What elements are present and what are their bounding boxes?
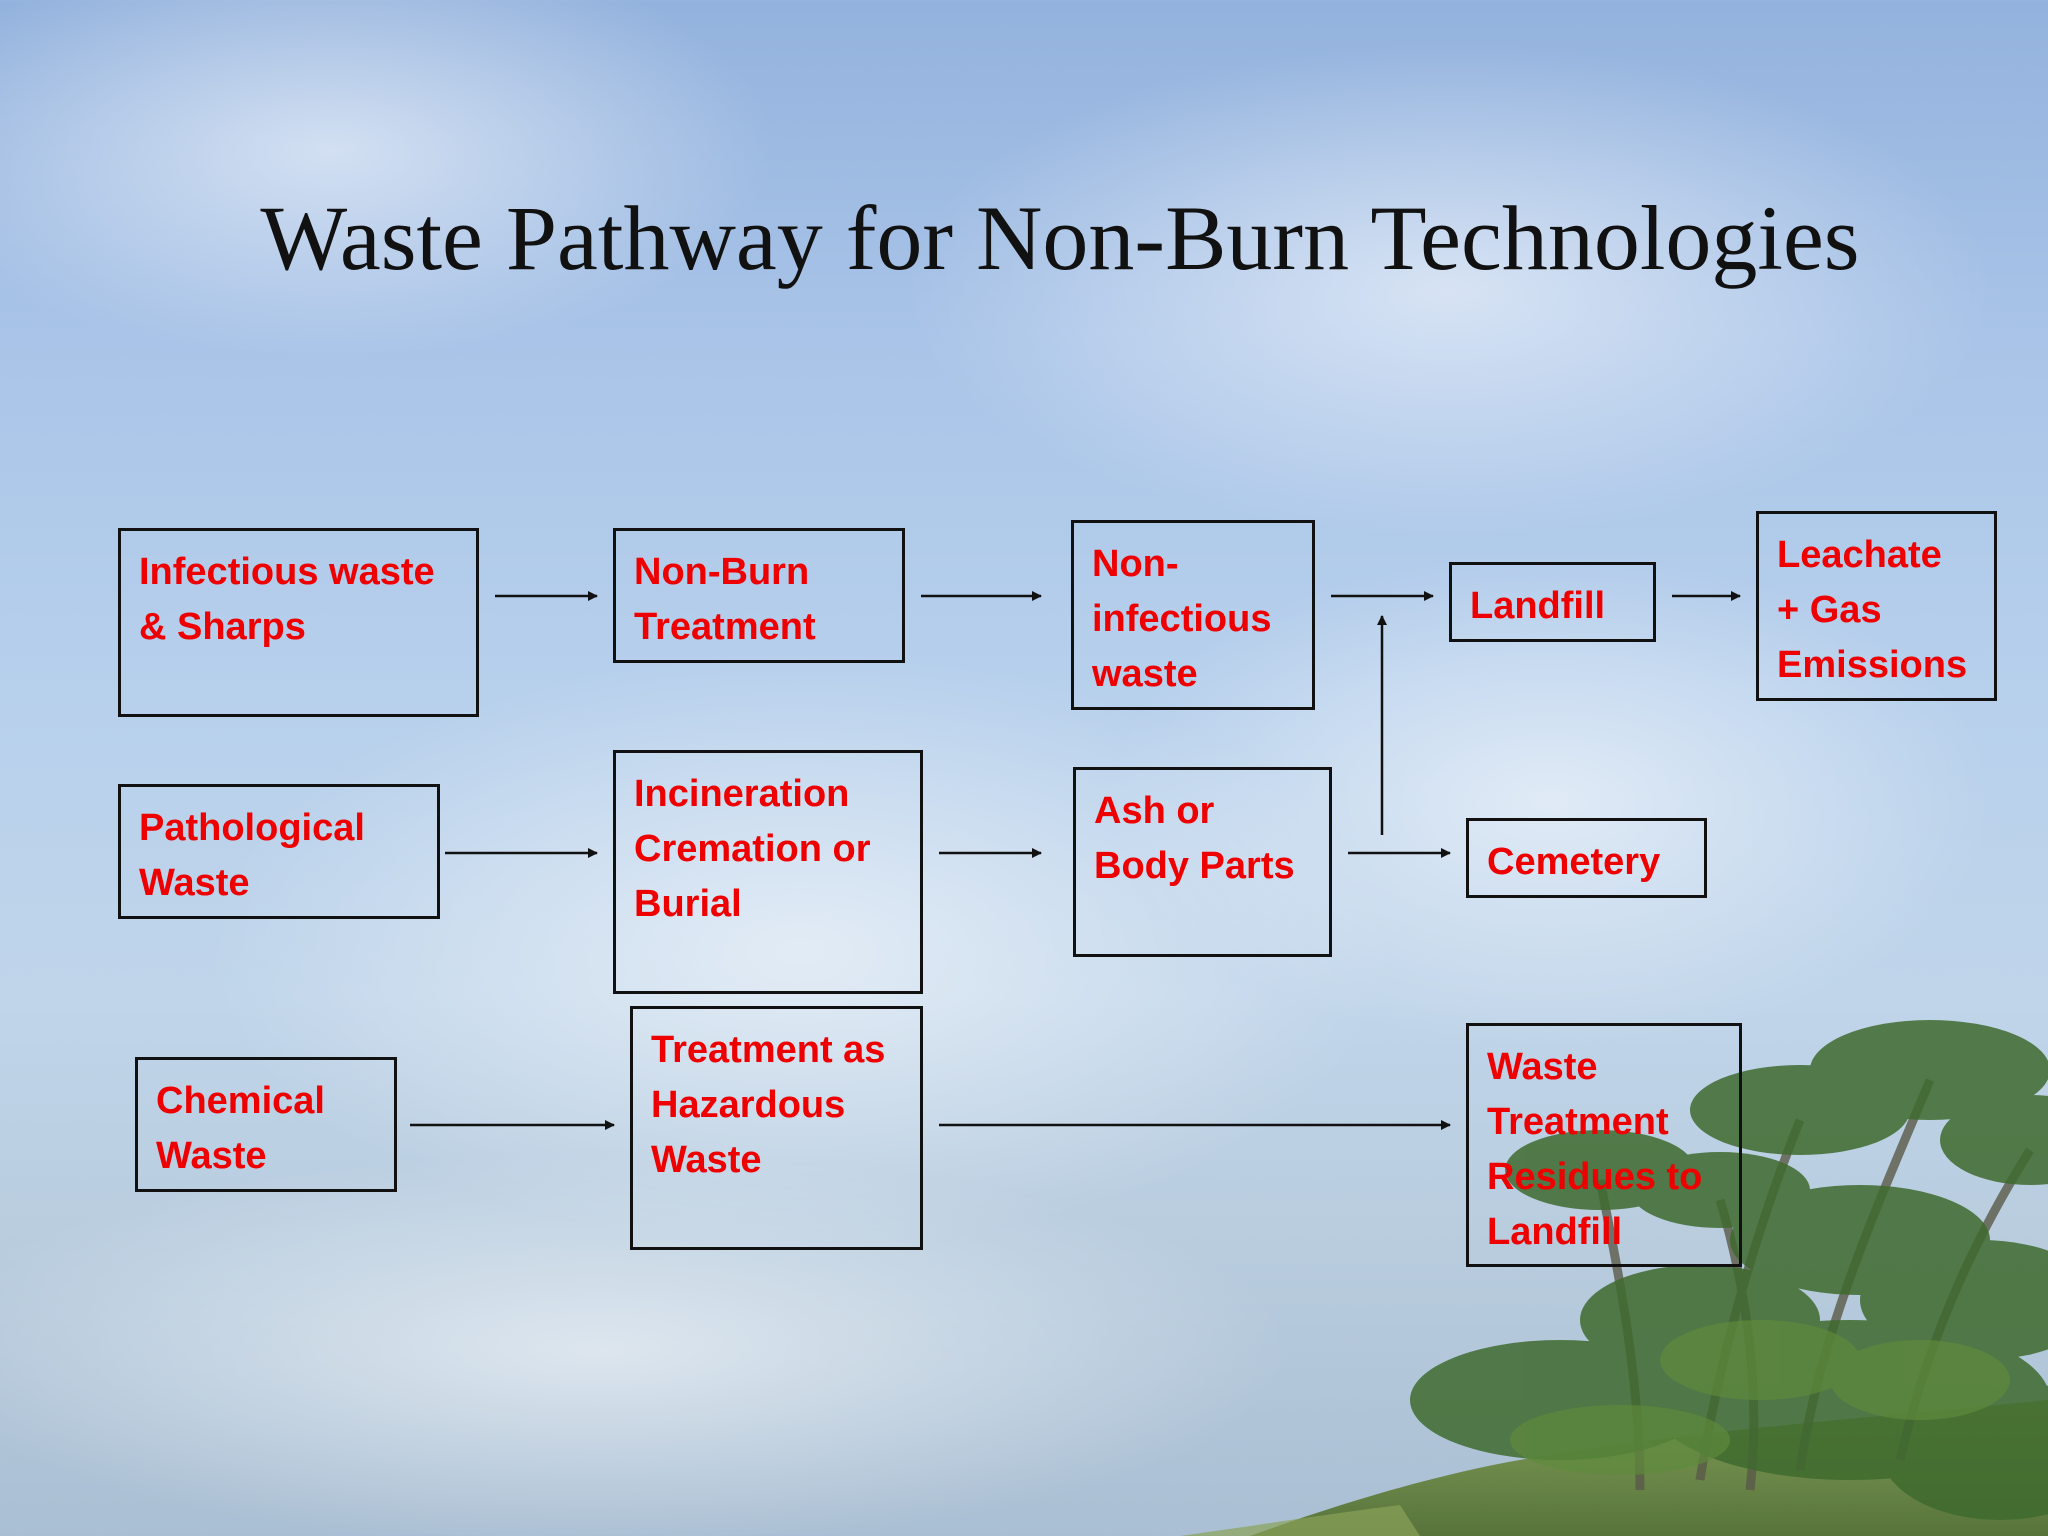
node-label-line: & Sharps bbox=[139, 606, 306, 648]
node-cemetery: Cemetery bbox=[1466, 818, 1707, 898]
node-label-line: Waste bbox=[1487, 1046, 1598, 1088]
node-label-line: Landfill bbox=[1487, 1211, 1623, 1253]
node-label-line: Chemical bbox=[156, 1080, 325, 1122]
node-label-line: + Gas bbox=[1777, 589, 1882, 631]
node-label-line: Incineration bbox=[634, 773, 850, 815]
node-label-line: infectious bbox=[1092, 598, 1272, 640]
node-label-line: Non-Burn bbox=[634, 551, 810, 593]
node-label-line: Waste bbox=[139, 862, 250, 904]
node-label-line: Infectious waste bbox=[139, 551, 435, 593]
node-label-line: Residues to bbox=[1487, 1156, 1703, 1198]
node-label-line: Burial bbox=[634, 883, 742, 925]
node-infectious-waste: Infectious waste & Sharps bbox=[118, 528, 479, 717]
node-label-line: Leachate bbox=[1777, 534, 1942, 576]
node-label-line: Treatment bbox=[634, 606, 816, 648]
node-label-line: Treatment as bbox=[651, 1029, 886, 1071]
node-label-line: Hazardous bbox=[651, 1084, 846, 1126]
node-label-line: Pathological bbox=[139, 807, 365, 849]
node-non-infectious-waste: Non-infectious waste bbox=[1071, 520, 1315, 710]
node-label-line: Cremation or bbox=[634, 828, 871, 870]
slide-title: Waste Pathway for Non-Burn Technologies bbox=[260, 187, 1860, 289]
node-label-line: Landfill bbox=[1470, 585, 1606, 627]
node-label-line: Cemetery bbox=[1487, 841, 1661, 883]
node-label-line: Waste bbox=[156, 1135, 267, 1177]
node-label-line: Emissions bbox=[1777, 644, 1968, 686]
node-label-line: Treatment bbox=[1487, 1101, 1669, 1143]
node-label-line: waste bbox=[1092, 653, 1198, 695]
node-label-line: Waste bbox=[651, 1139, 762, 1181]
node-ash-or-body-parts: Ash or Body Parts bbox=[1073, 767, 1332, 957]
node-label-line: Body Parts bbox=[1094, 845, 1295, 887]
node-label-line: Non- bbox=[1092, 543, 1179, 585]
node-landfill: Landfill bbox=[1449, 562, 1656, 642]
node-label-line: Ash or bbox=[1094, 790, 1215, 832]
